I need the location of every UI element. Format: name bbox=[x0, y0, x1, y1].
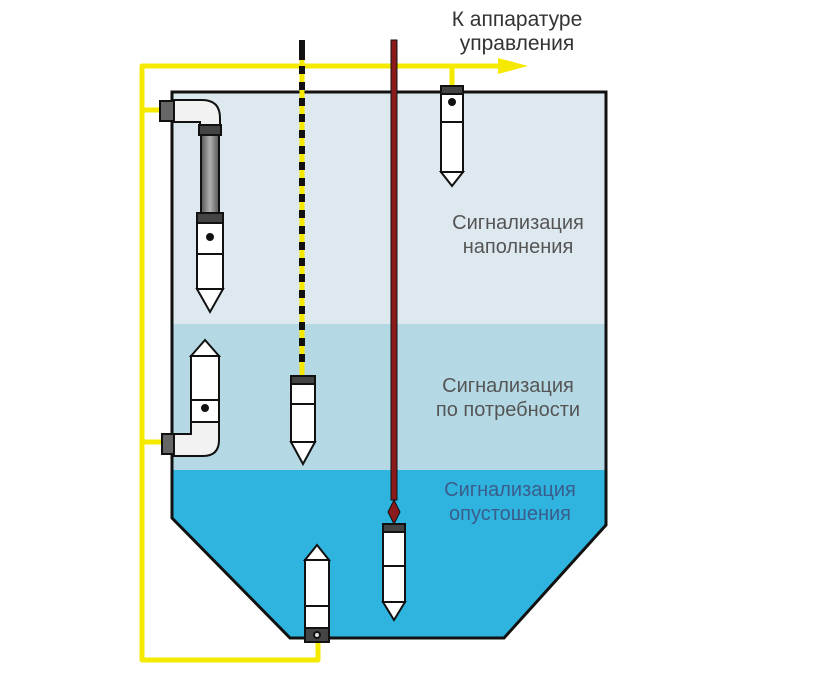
header-label: К аппаратуре управления bbox=[432, 8, 602, 56]
zone-fill-line-2: наполнения bbox=[462, 236, 574, 258]
zone-fill-line-1: Сигнализация bbox=[452, 212, 584, 234]
zone-empty-line-1: Сигнализация bbox=[444, 479, 576, 501]
suspension-chain bbox=[299, 40, 305, 362]
top-fill-sensor bbox=[438, 85, 466, 188]
zone-demand-line-1: Сигнализация bbox=[442, 375, 574, 397]
tank-outline bbox=[170, 90, 608, 640]
wall-demand-sensor bbox=[161, 338, 222, 457]
zone-label-fill: Сигнализация наполнения bbox=[418, 211, 618, 259]
header-line-1: К аппаратуре bbox=[451, 8, 583, 31]
suspended-demand-sensor bbox=[289, 375, 317, 467]
wall-fill-sensor bbox=[159, 99, 225, 315]
arrow-head-icon bbox=[498, 58, 528, 74]
tank-zone-fill bbox=[172, 92, 606, 324]
sensor-rod bbox=[387, 39, 401, 526]
zone-label-empty: Сигнализация опустошения bbox=[410, 478, 610, 526]
zone-demand-line-2: по потребности bbox=[435, 399, 581, 421]
tank-zone-demand bbox=[172, 324, 606, 470]
bottom-empty-sensor bbox=[302, 543, 332, 643]
rod-empty-sensor bbox=[381, 523, 407, 622]
header-line-2: управления bbox=[459, 32, 575, 55]
signal-cable bbox=[139, 40, 500, 663]
zone-label-demand: Сигнализация по потребности bbox=[408, 374, 608, 422]
zone-empty-line-2: опустошения bbox=[448, 503, 571, 525]
